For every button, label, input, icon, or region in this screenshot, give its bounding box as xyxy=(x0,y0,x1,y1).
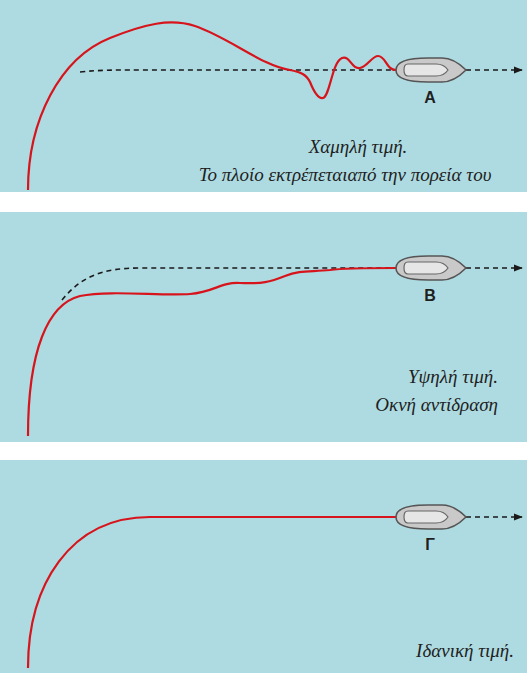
heading-arrow xyxy=(466,69,522,71)
value-note: Οκνή αντίδραση xyxy=(375,394,498,417)
actual-track xyxy=(28,268,396,436)
heading-arrow xyxy=(466,267,522,269)
planned-course xyxy=(80,70,396,72)
ship xyxy=(396,505,466,529)
ship-letter: Β xyxy=(424,286,436,305)
panel xyxy=(0,0,527,192)
value-caption: Ιδανική τιμή. xyxy=(416,640,514,663)
actual-track xyxy=(28,517,396,668)
ship-letter: Γ xyxy=(425,535,435,554)
value-note: Το πλοίο εκτρέπεταιαπό την πορεία του xyxy=(199,164,492,187)
ship xyxy=(396,58,466,82)
value-caption: Υψηλή τιμή. xyxy=(408,366,498,389)
heading-arrow xyxy=(466,516,522,518)
value-caption: Χαμηλή τιμή. xyxy=(309,136,408,159)
panel xyxy=(0,212,527,442)
ship xyxy=(396,256,466,280)
panel xyxy=(0,460,527,673)
ship-letter: Α xyxy=(424,88,436,107)
